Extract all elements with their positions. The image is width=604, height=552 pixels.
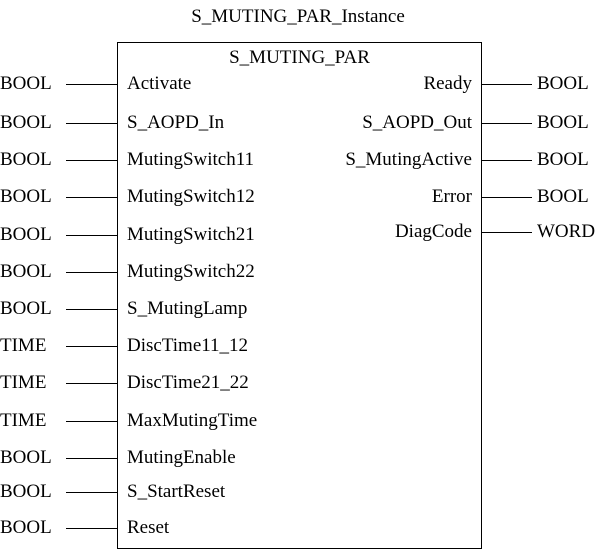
input-pin-name: MutingEnable <box>127 447 236 468</box>
input-type-label: BOOL <box>0 517 52 538</box>
output-type-label: BOOL <box>537 73 589 94</box>
input-type-label: BOOL <box>0 224 52 245</box>
input-pin-name: DiscTime11_12 <box>127 335 249 356</box>
output-connector-line <box>482 123 532 124</box>
input-connector-line <box>66 383 118 384</box>
input-type-label: TIME <box>0 410 47 431</box>
function-block-box <box>117 42 482 549</box>
output-pin-name: S_MutingActive <box>345 149 472 170</box>
input-type-label: TIME <box>0 335 47 356</box>
input-pin-name: MutingSwitch11 <box>127 149 255 170</box>
output-type-label: BOOL <box>537 112 589 133</box>
input-connector-line <box>66 123 118 124</box>
output-pin-name: DiagCode <box>394 221 472 242</box>
output-pin-name: Ready <box>423 73 472 94</box>
input-connector-line <box>66 160 118 161</box>
output-type-label: BOOL <box>537 186 589 207</box>
input-connector-line <box>66 309 118 310</box>
input-type-label: BOOL <box>0 73 52 94</box>
input-type-label: BOOL <box>0 149 52 170</box>
input-pin-name: DiscTime21_22 <box>127 372 249 393</box>
input-pin-name: S_StartReset <box>127 481 226 502</box>
input-pin-name: MutingSwitch21 <box>127 224 255 245</box>
input-type-label: BOOL <box>0 481 52 502</box>
input-type-label: BOOL <box>0 261 52 282</box>
output-type-label: WORD <box>537 221 596 242</box>
output-connector-line <box>482 197 532 198</box>
input-type-label: BOOL <box>0 186 52 207</box>
output-type-label: BOOL <box>537 149 589 170</box>
input-connector-line <box>66 458 118 459</box>
input-type-label: BOOL <box>0 298 52 319</box>
input-pin-name: Activate <box>127 73 192 94</box>
block-type-name: S_MUTING_PAR <box>229 47 370 68</box>
input-connector-line <box>66 197 118 198</box>
input-connector-line <box>66 421 118 422</box>
input-connector-line <box>66 235 118 236</box>
input-pin-name: Reset <box>127 517 170 538</box>
input-pin-name: S_MutingLamp <box>127 298 248 319</box>
input-connector-line <box>66 492 118 493</box>
input-pin-name: MutingSwitch22 <box>127 261 255 282</box>
output-connector-line <box>482 84 532 85</box>
input-pin-name: MutingSwitch12 <box>127 186 255 207</box>
input-type-label: TIME <box>0 372 47 393</box>
input-type-label: BOOL <box>0 112 52 133</box>
output-pin-name: Error <box>431 186 472 207</box>
output-pin-name: S_AOPD_Out <box>362 112 472 133</box>
input-connector-line <box>66 528 118 529</box>
output-connector-line <box>482 232 532 233</box>
input-type-label: BOOL <box>0 447 52 468</box>
instance-name: S_MUTING_PAR_Instance <box>191 6 405 27</box>
input-connector-line <box>66 346 118 347</box>
input-pin-name: MaxMutingTime <box>127 410 258 431</box>
input-connector-line <box>66 84 118 85</box>
input-connector-line <box>66 272 118 273</box>
input-pin-name: S_AOPD_In <box>127 112 225 133</box>
output-connector-line <box>482 160 532 161</box>
